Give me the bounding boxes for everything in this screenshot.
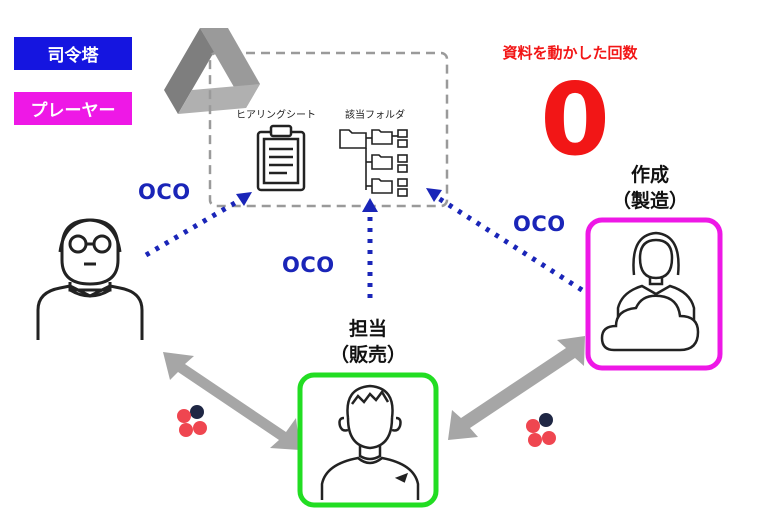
data-flow-dots bbox=[144, 193, 584, 298]
folder-label: 該当フォルダ bbox=[345, 110, 405, 121]
counter-title: 資料を動かした回数 bbox=[502, 44, 638, 62]
dot-arrowheads bbox=[236, 188, 442, 212]
flower-icon-left bbox=[177, 405, 207, 437]
sales-frame bbox=[297, 372, 439, 508]
double-arrow-left bbox=[163, 352, 300, 450]
sales-role-sub: （販売） bbox=[329, 344, 406, 366]
clipboard-icon bbox=[256, 124, 306, 192]
legend-player: プレーヤー bbox=[14, 92, 132, 125]
oco-label-sales: OCO bbox=[282, 253, 335, 277]
counter-value: 0 bbox=[540, 61, 610, 178]
oco-label-manufacturing: OCO bbox=[513, 212, 566, 236]
oco-label-commander: OCO bbox=[138, 180, 191, 204]
legend-commander: 司令塔 bbox=[14, 37, 132, 70]
commander-person-icon bbox=[36, 218, 144, 340]
cloud-icon bbox=[600, 294, 700, 352]
sales-role-label: 担当 （販売） bbox=[318, 316, 418, 368]
double-arrow-right bbox=[448, 336, 585, 440]
drive-frame bbox=[208, 51, 449, 208]
sales-role-name: 担当 bbox=[348, 318, 387, 340]
sales-person-icon bbox=[320, 384, 420, 500]
google-drive-icon bbox=[164, 28, 260, 114]
hearing-sheet-label: ヒアリングシート bbox=[236, 110, 316, 121]
manufacturing-role-label: 作成 （製造） bbox=[600, 162, 700, 214]
manufacturing-role-sub: （製造） bbox=[611, 190, 688, 212]
folder-tree-icon bbox=[339, 129, 408, 197]
manufacturing-person-icon bbox=[616, 231, 696, 322]
manufacturing-role-name: 作成 bbox=[630, 164, 669, 186]
flower-icon-right bbox=[526, 413, 556, 447]
